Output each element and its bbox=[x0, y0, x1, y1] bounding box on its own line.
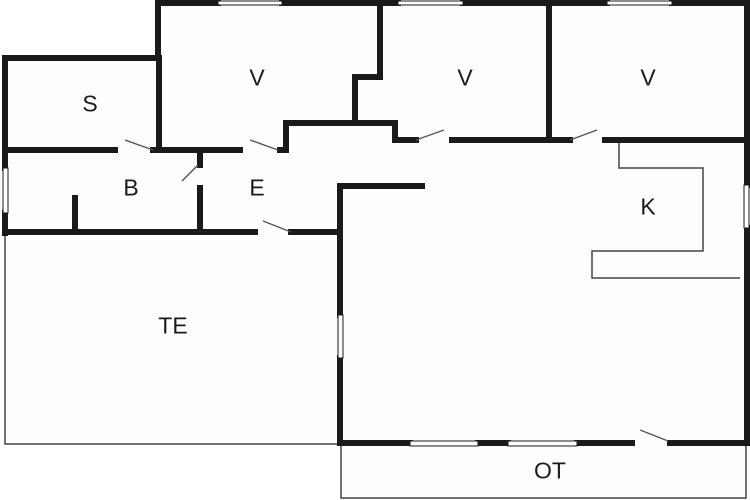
walls bbox=[2, 0, 750, 446]
room-label-b: B bbox=[123, 174, 139, 201]
windows bbox=[2, 0, 750, 447]
outdoor-terrace-outline bbox=[340, 444, 747, 499]
room-label-k: K bbox=[640, 193, 656, 220]
room-label-v3: V bbox=[640, 64, 656, 91]
door-ot bbox=[639, 429, 669, 442]
thin-lines bbox=[4, 142, 747, 499]
window bbox=[409, 440, 479, 447]
door-e bbox=[262, 220, 292, 233]
room-label-v2: V bbox=[457, 64, 473, 91]
window bbox=[743, 184, 750, 229]
window bbox=[217, 0, 283, 6]
room-label-te: TE bbox=[158, 312, 188, 339]
room-label-ot: OT bbox=[534, 457, 566, 484]
kitchen-counter bbox=[591, 142, 740, 279]
door-v3 bbox=[569, 129, 598, 141]
floor-area bbox=[5, 3, 748, 498]
terrace-outline bbox=[4, 236, 338, 445]
window bbox=[2, 167, 9, 214]
door-v1 bbox=[249, 139, 279, 151]
window bbox=[606, 0, 673, 6]
door-b bbox=[181, 164, 199, 182]
window bbox=[397, 0, 464, 6]
door-v2 bbox=[415, 129, 445, 141]
room-label-s: S bbox=[82, 90, 98, 117]
window bbox=[507, 440, 578, 447]
door-s bbox=[124, 139, 154, 151]
room-label-v1: V bbox=[249, 64, 265, 91]
window bbox=[337, 314, 344, 359]
room-label-e: E bbox=[249, 174, 265, 201]
doors bbox=[124, 129, 669, 442]
